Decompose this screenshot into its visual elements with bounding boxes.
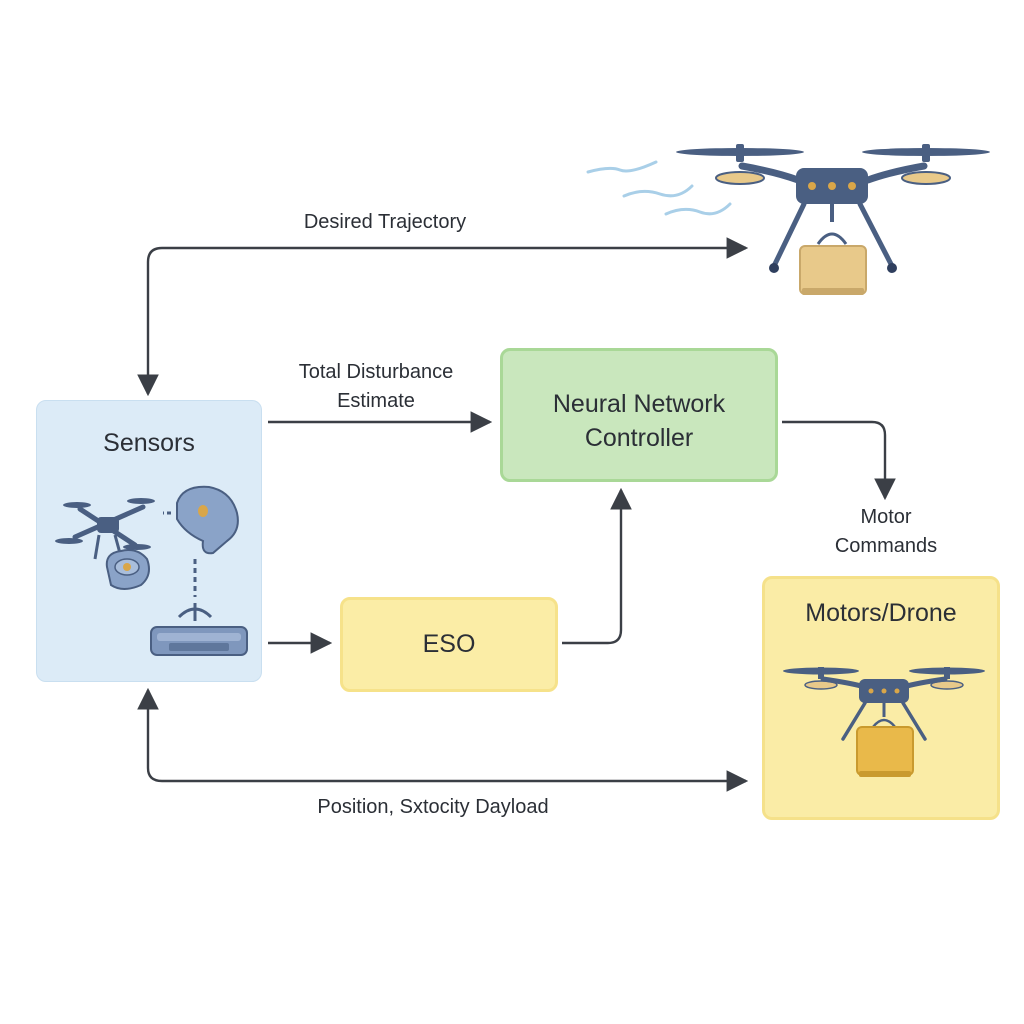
drone-with-payload-icon: [586, 144, 990, 295]
drone-icon: [55, 498, 155, 560]
sensors-block: Sensors: [36, 400, 262, 682]
eso-title: ESO: [422, 630, 476, 658]
controller-title: Neural Network Controller: [552, 390, 726, 452]
label-total-disturbance: Total Disturbance Estimate: [298, 361, 454, 412]
sensors-title: Sensors: [103, 429, 195, 457]
label-position-feedback: Position, Sxtocity Dayload: [317, 796, 549, 818]
label-motor-commands: Motor Commands: [834, 506, 938, 557]
wind-icon: [586, 160, 732, 216]
edge-motor-commands: [782, 420, 896, 501]
gripper-icon: [150, 603, 248, 656]
motors-drone-block: Motors/Drone: [762, 576, 1000, 820]
edge-position-feedback: [137, 687, 749, 792]
edge-desired-trajectory: [137, 237, 749, 397]
motors-title: Motors/Drone: [805, 599, 957, 627]
eso-block: ESO: [340, 597, 558, 692]
robot-arm-icon: [163, 485, 239, 555]
neural-network-controller-block: Neural Network Controller: [500, 348, 778, 482]
payload-box-icon: [856, 726, 914, 777]
sensor-illustrations: [55, 485, 248, 656]
edge-eso-controller: [562, 487, 632, 645]
imu-sensor-icon: [105, 549, 150, 590]
payload-box-icon: [799, 245, 867, 295]
label-desired-trajectory: Desired Trajectory: [303, 211, 467, 233]
drone-icon: [783, 667, 985, 777]
